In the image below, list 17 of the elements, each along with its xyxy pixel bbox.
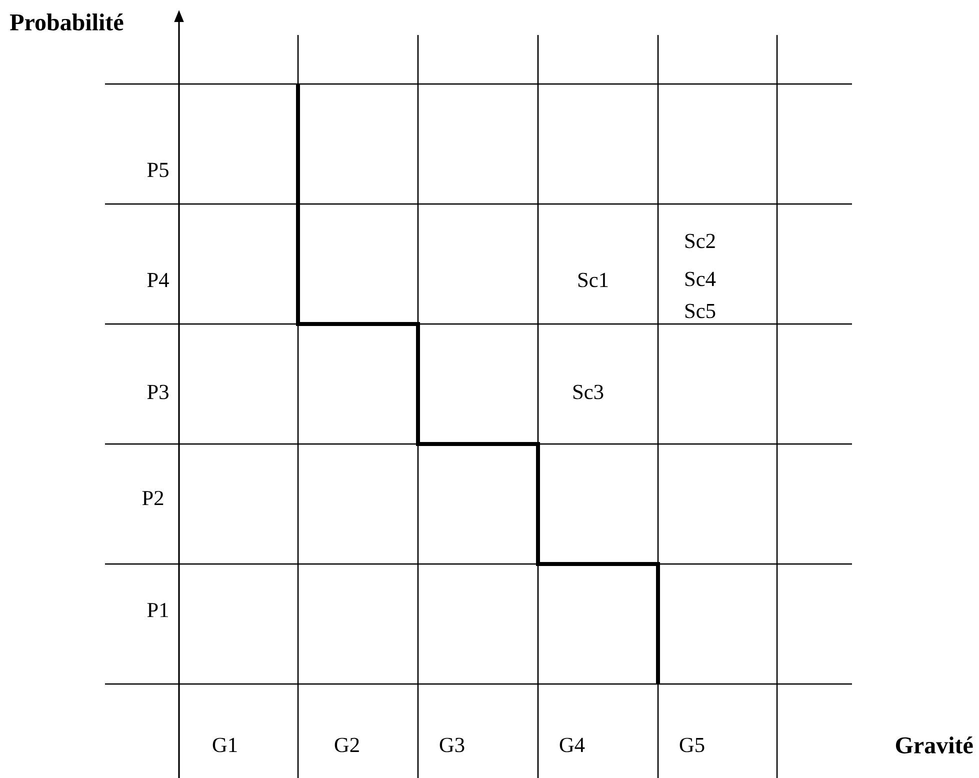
axis-label: Probabilité xyxy=(10,14,124,30)
row-label: P4 xyxy=(147,272,169,288)
column-label: G1 xyxy=(212,738,237,752)
column-label: G2 xyxy=(334,738,359,752)
column-label: G5 xyxy=(680,738,704,752)
scenario-label: Sc5 xyxy=(685,304,716,318)
row-label: P3 xyxy=(147,384,168,400)
scenario-label: Sc3 xyxy=(573,384,604,400)
column-label: G3 xyxy=(440,738,464,752)
column-label: G4 xyxy=(560,738,585,752)
axis-label: Gravité xyxy=(896,736,973,754)
scenario-label: Sc2 xyxy=(685,234,715,248)
row-label: P5 xyxy=(147,162,168,178)
row-label: P2 xyxy=(142,490,164,506)
scenario-label: Sc1 xyxy=(578,272,608,288)
row-label: P1 xyxy=(147,602,168,618)
scenario-label: Sc4 xyxy=(685,272,716,286)
